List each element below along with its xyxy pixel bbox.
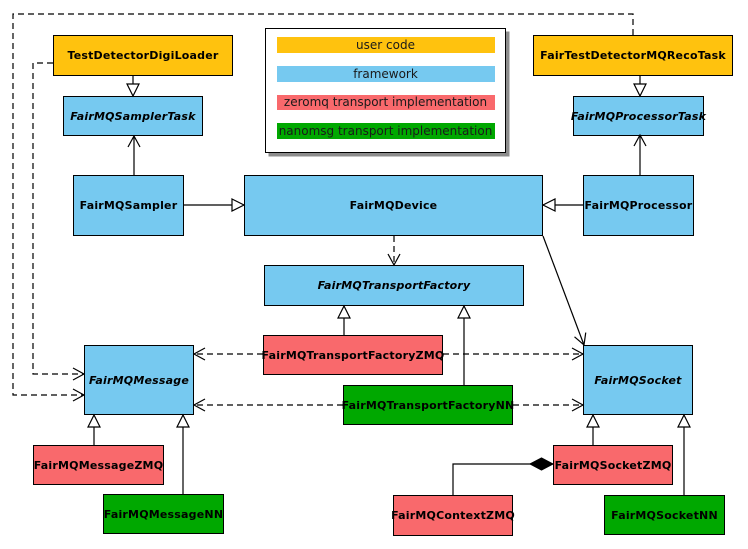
edge-device-uses-socket (542, 235, 587, 347)
legend-box: user code framework zeromq transport imp… (265, 28, 506, 153)
node-fairmqtransportfactoryzmq: FairMQTransportFactoryZMQ (262, 335, 444, 375)
node-fairmqsampler: FairMQSampler (73, 175, 184, 236)
node-fairmqmessage: FairMQMessage (84, 345, 194, 415)
node-fairtestdetectormqrecotask: FairTestDetectorMQRecoTask (533, 35, 733, 76)
node-testdetectordigiloader: TestDetectorDigiLoader (53, 35, 233, 76)
node-fairmqtransportfactorynn: FairMQTransportFactoryNN (342, 385, 514, 425)
node-fairmqmessagezmq: FairMQMessageZMQ (33, 445, 164, 485)
node-fairmqcontextzmq: FairMQContextZMQ (391, 495, 515, 536)
node-fairmqsamplertask: FairMQSamplerTask (63, 96, 203, 136)
legend-item-nanomsg: nanomsg transport implementation (276, 123, 495, 139)
node-fairmqsocketzmq: FairMQSocketZMQ (553, 445, 673, 485)
legend-item-user-code: user code (276, 37, 495, 53)
node-fairmqprocessor: FairMQProcessor (583, 175, 694, 236)
node-fairmqdevice: FairMQDevice (244, 175, 543, 236)
node-fairmqsocket: FairMQSocket (583, 345, 693, 415)
legend-item-zeromq: zeromq transport implementation (276, 94, 495, 111)
node-fairmqmessagenn: FairMQMessageNN (103, 494, 224, 534)
node-fairmqtransportfactory: FairMQTransportFactory (264, 265, 524, 306)
node-fairmqprocessortask: FairMQProcessorTask (571, 96, 706, 136)
legend-item-framework: framework (276, 65, 495, 82)
edge-contextzmq-composed-socketzmq (452, 464, 553, 495)
node-fairmqsocketnn: FairMQSocketNN (604, 495, 725, 535)
